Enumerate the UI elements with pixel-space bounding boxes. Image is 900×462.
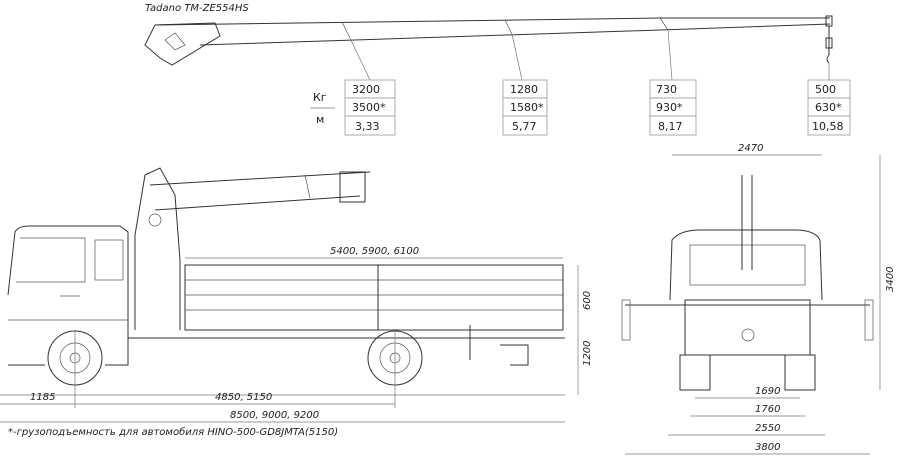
load-alt-value: 630* [815,101,842,114]
load-column-1: 3200 3500* 3,33 [344,79,396,136]
load-value: 1280 [510,83,538,96]
overall-length-dim: 8500, 9000, 9200 [230,410,319,421]
outrigger-span-dim: 3800 [755,442,780,453]
track-1-dim: 1690 [755,386,780,397]
load-column-4: 500 630* 10,58 [807,79,851,136]
track-2-dim: 1760 [755,404,780,415]
side-height-dim: 600 [582,291,593,310]
front-overhang-dim: 1185 [30,392,55,403]
body-width-dim: 2550 [755,423,780,434]
load-column-2: 1280 1580* 5,77 [502,79,548,136]
radius-value: 10,58 [812,120,844,133]
truck-side-view [7,167,565,386]
platform-length-dim: 5400, 5900, 6100 [330,246,419,257]
radius-value: 5,77 [512,120,537,133]
radius-value: 3,33 [355,120,380,133]
floor-height-dim: 1200 [582,341,593,366]
load-column-3: 730 930* 8,17 [649,79,697,136]
load-unit-label: Кг [313,91,327,104]
side-dimensions: 5400, 5900, 6100 600 1200 1185 4850, 515… [0,246,593,423]
load-value: 3200 [352,83,380,96]
load-value: 730 [656,83,677,96]
load-alt-value: 1580* [510,101,544,114]
radius-value: 8,17 [658,120,683,133]
truck-rear-view [621,175,874,391]
extended-boom [144,15,833,81]
rear-top-width-dim: 2470 [738,143,763,154]
wheelbase-dim: 4850, 5150 [215,392,272,403]
load-alt-value: 3500* [352,101,386,114]
rear-dimensions: 2470 3400 1690 1760 2550 3800 [625,143,896,455]
model-title: Tadano TM-ZE554HS [145,3,249,14]
radius-unit-label: м [316,113,324,126]
overall-height-dim: 3400 [885,267,896,292]
load-value: 500 [815,83,836,96]
load-alt-value: 930* [656,101,683,114]
footnote: *-грузоподъемность для автомобиля HINO-5… [8,426,338,438]
